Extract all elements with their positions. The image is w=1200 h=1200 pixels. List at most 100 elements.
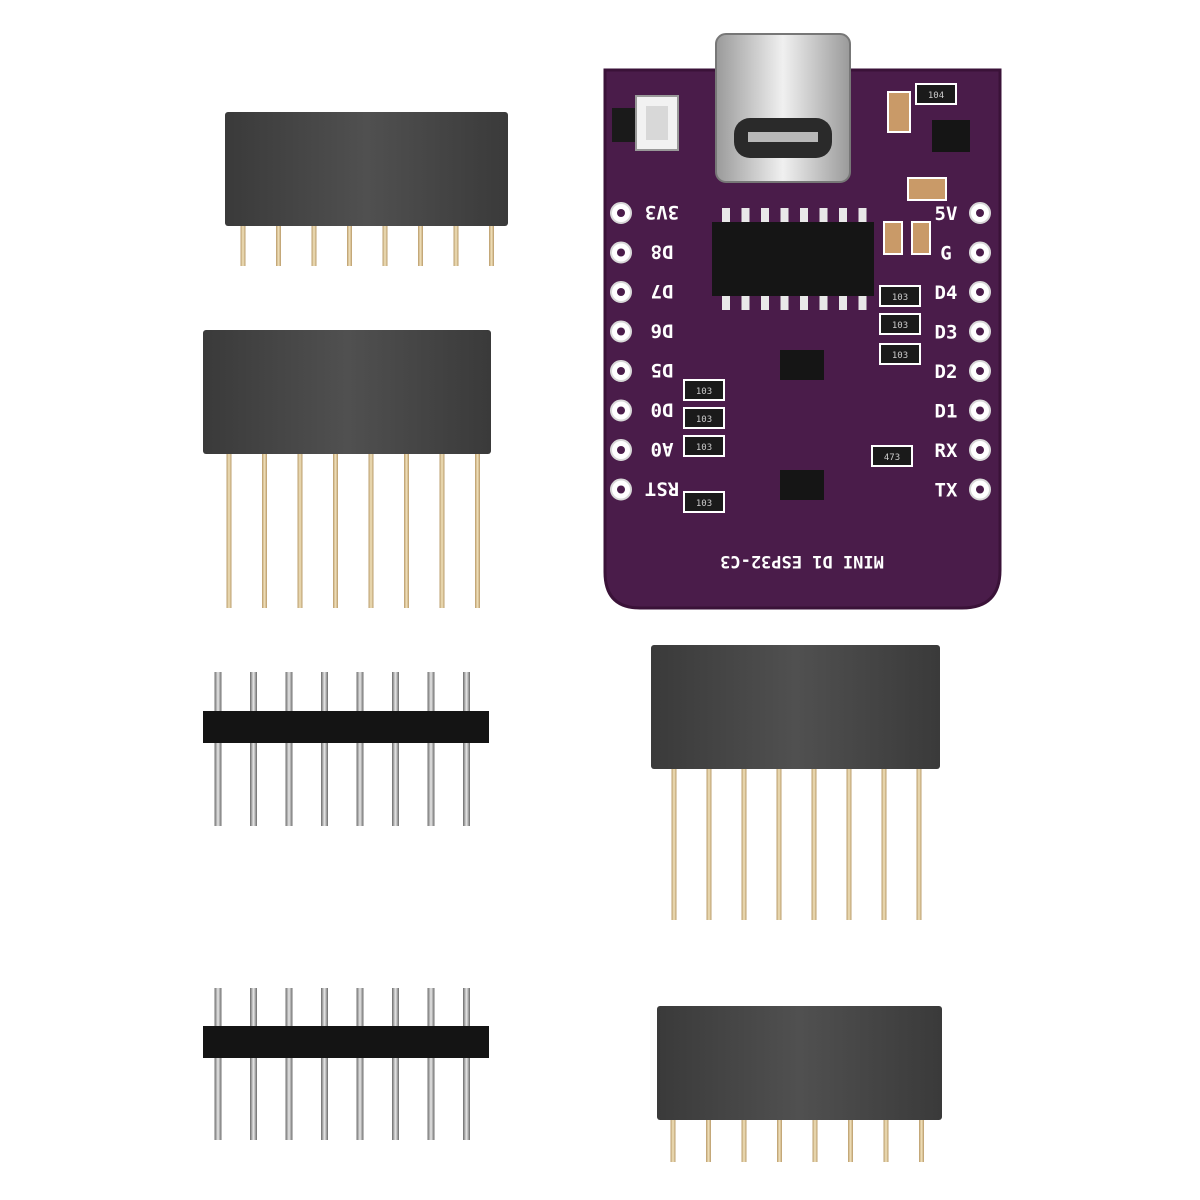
pin-hole: [617, 406, 625, 415]
male-header-lower: [203, 988, 489, 1140]
resistor-code: 103: [696, 415, 712, 425]
resistor: [871, 445, 913, 467]
pin-label-left: A0: [651, 438, 674, 460]
header-pin: [919, 1120, 924, 1162]
pin-hole: [976, 288, 984, 296]
header-pin: [214, 672, 222, 826]
header-pin: [226, 454, 232, 608]
chip-leg: [761, 208, 769, 224]
header-pin: [846, 769, 852, 920]
chip-leg: [839, 208, 847, 224]
chip-leg: [800, 294, 808, 310]
regulator-chip: [780, 350, 824, 380]
pin-label-left: RST: [645, 478, 679, 500]
header-pin: [881, 769, 887, 920]
pin-hole: [617, 367, 625, 375]
resistor: [683, 379, 725, 401]
header-pin: [671, 769, 677, 920]
male-header-upper: [203, 672, 489, 826]
pin-label-right: D4: [935, 282, 958, 304]
pin-hole: [976, 485, 984, 494]
header-pin: [321, 988, 328, 1140]
header-pin: [670, 1120, 676, 1162]
header-pin: [285, 672, 293, 826]
pin-label-right: G: [940, 243, 951, 265]
resistor: [879, 343, 921, 365]
pin-hole: [617, 327, 625, 336]
pin-hole: [617, 446, 625, 454]
chip-leg: [741, 294, 750, 310]
header-pin: [489, 226, 494, 266]
header-pin: [741, 1120, 747, 1162]
header-pin: [706, 1120, 711, 1162]
header-pin: [297, 454, 303, 608]
female-header-short-top: [225, 112, 508, 266]
header-pin: [916, 769, 922, 920]
chip-leg: [819, 208, 828, 224]
pin-hole: [617, 288, 625, 296]
resistor-code: 103: [696, 387, 712, 397]
usb-c-connector: [715, 33, 851, 183]
chip-leg: [839, 294, 847, 310]
header-pin: [777, 1120, 782, 1162]
chip-leg: [722, 208, 730, 224]
chip-leg: [722, 294, 730, 310]
header-pin: [848, 1120, 853, 1162]
header-pin: [392, 988, 399, 1140]
power-switch: [612, 95, 679, 151]
header-pin: [333, 454, 338, 608]
chip-leg: [800, 208, 808, 224]
header-pin: [463, 988, 470, 1140]
resistor: [683, 407, 725, 429]
header-pin: [776, 769, 782, 920]
chip-leg: [819, 294, 828, 310]
header-pin: [356, 988, 364, 1140]
header-pin: [382, 226, 388, 266]
pin-hole: [976, 327, 984, 336]
header-pin: [453, 226, 459, 266]
header-pin: [427, 672, 435, 826]
pin-hole: [976, 446, 984, 454]
transistor-chip: [780, 470, 824, 500]
header-pin: [741, 769, 747, 920]
header-pin: [250, 672, 257, 826]
capacitor: [883, 221, 903, 255]
pin-hole: [617, 248, 625, 257]
pin-hole: [976, 406, 984, 415]
chip-leg: [780, 208, 789, 224]
pin-label-right: D2: [935, 361, 958, 383]
header-pin: [706, 769, 712, 920]
board-title: MINI D1 ESP32-C3: [720, 551, 884, 571]
pin-label-left: D6: [651, 320, 674, 342]
header-pin: [404, 454, 409, 608]
pin-label-right: TX: [935, 480, 958, 502]
resistor: [915, 83, 957, 105]
resistor-code: 104: [928, 91, 944, 101]
resistor-code: 103: [892, 351, 908, 361]
header-pin: [240, 226, 246, 266]
pin-label-right: D1: [935, 401, 958, 423]
header-pin: [427, 988, 435, 1140]
resistor: [879, 313, 921, 335]
pin-hole: [976, 209, 984, 217]
female-header-short-bottom: [657, 1006, 942, 1162]
pin-label-right: D3: [935, 322, 958, 344]
pin-hole: [976, 248, 984, 257]
capacitor: [911, 221, 931, 255]
header-pin: [262, 454, 267, 608]
header-pin: [356, 672, 364, 826]
pin-label-right: RX: [935, 440, 958, 462]
header-pin: [214, 988, 222, 1140]
header-pin: [463, 672, 470, 826]
female-header-long-left: [203, 330, 491, 608]
chip-leg: [780, 294, 789, 310]
pin-label-right: 5V: [935, 203, 958, 225]
header-pin: [347, 226, 352, 266]
pin-hole: [617, 485, 625, 494]
resistor-code: 103: [696, 499, 712, 509]
header-pin: [418, 226, 423, 266]
header-pin: [285, 988, 293, 1140]
